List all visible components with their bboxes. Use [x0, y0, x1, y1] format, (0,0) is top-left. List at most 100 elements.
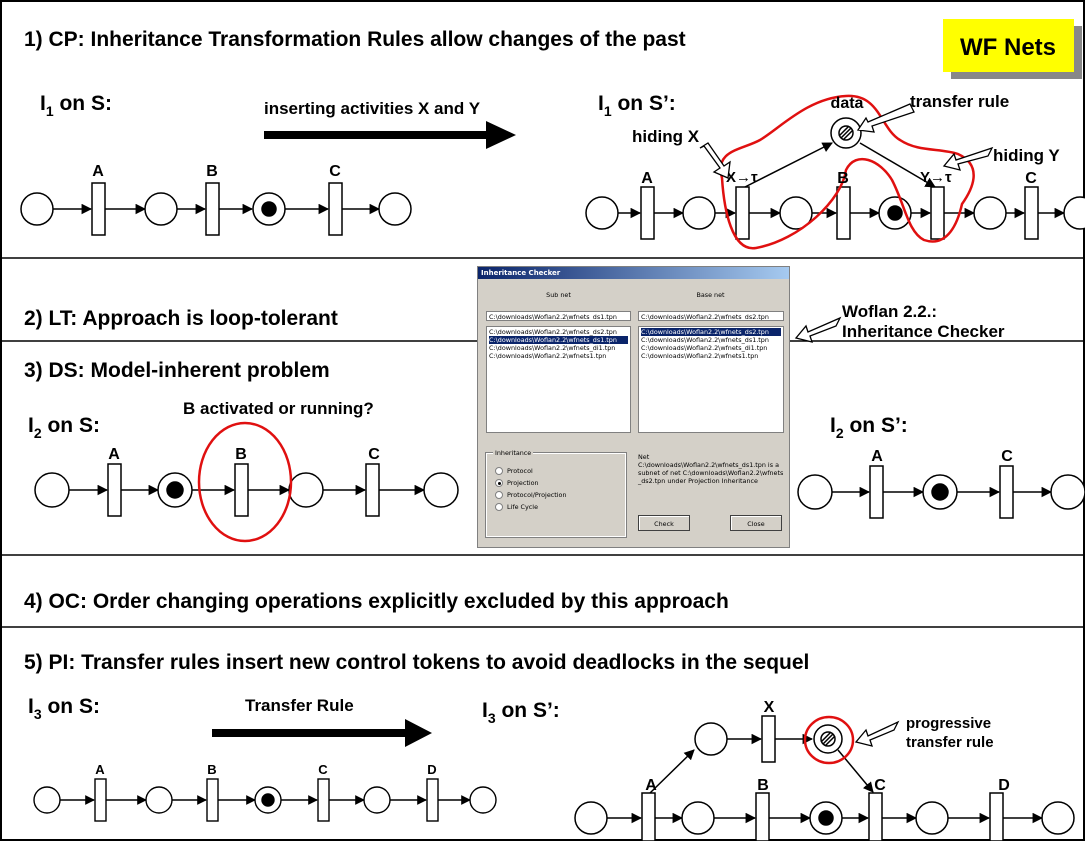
- section4-title: 4) OC: Order changing operations explici…: [24, 590, 729, 613]
- inheritance-group-title: Inheritance: [493, 449, 534, 457]
- s1-x-tau: X→τ: [726, 169, 758, 186]
- s3-right-heading: I2 on S’:: [830, 414, 908, 441]
- list-item[interactable]: C:\downloads\Woflan2.2\wfnets1.tpn: [489, 352, 607, 360]
- s5-label-b: B: [207, 762, 216, 777]
- s3-right-net: [797, 465, 1085, 519]
- list-item-selected[interactable]: C:\downloads\Woflan2.2\wfnets_ds1.tpn: [489, 336, 628, 344]
- badge-box: [943, 19, 1074, 72]
- woflan-line1: Woflan 2.2.:: [842, 302, 937, 321]
- s1-label-b: B: [206, 163, 218, 180]
- base-net-field[interactable]: C:\downloads\Woflan2.2\wfnets_ds2.tpn: [638, 311, 784, 321]
- s5-red-ellipse: [803, 715, 855, 765]
- section5-title: 5) PI: Transfer rules insert new control…: [24, 651, 809, 674]
- s3-label-c: C: [368, 446, 380, 463]
- s5-label-c: C: [318, 762, 328, 777]
- s1-data-label: data: [831, 95, 864, 112]
- close-button[interactable]: Close: [730, 515, 782, 531]
- radio-protocol[interactable]: Protocol: [495, 466, 533, 476]
- callout-arrow-transfer-rule: [856, 103, 915, 133]
- radio-icon: [495, 491, 503, 499]
- s3r-label-c: C: [1001, 448, 1013, 465]
- s5-x-label: X: [764, 699, 775, 716]
- s5-right-heading: I3 on S’:: [482, 699, 560, 726]
- list-item[interactable]: C:\downloads\Woflan2.2\wfnets1.tpn: [641, 352, 759, 360]
- s1-y-tau: Y→τ: [920, 169, 952, 186]
- s1-right-heading: I1 on S’:: [598, 92, 676, 119]
- s3-label-a: A: [108, 446, 120, 463]
- transition: [328, 182, 343, 236]
- base-net-header: Base net: [696, 291, 725, 299]
- s1-hiding-y: hiding Y: [993, 146, 1060, 165]
- inheritance-group: Inheritance Protocol Projection Protocol…: [485, 449, 627, 538]
- list-item[interactable]: C:\downloads\Woflan2.2\wfnets_di1.tpn: [641, 344, 768, 352]
- section2-title: 2) LT: Approach is loop-tolerant: [24, 307, 338, 330]
- sub-net-list[interactable]: C:\downloads\Woflan2.2\wfnets_ds2.tpn C:…: [486, 326, 631, 433]
- callout-arrow-woflan: [794, 316, 842, 343]
- sub-net-field[interactable]: C:\downloads\Woflan2.2\wfnets_ds1.tpn: [486, 311, 631, 321]
- s5-right-net: [574, 715, 1075, 841]
- s1r-label-c: C: [1025, 170, 1037, 187]
- s1-red-outline: [719, 94, 975, 250]
- s3-label-b: B: [235, 446, 247, 463]
- s1-left-heading: I1 on S:: [40, 92, 112, 119]
- s5-left-heading: I3 on S:: [28, 695, 100, 722]
- s3r-label-a: A: [871, 448, 883, 465]
- s3-question: B activated or running?: [183, 399, 374, 418]
- transition: [91, 182, 106, 236]
- s1-right-net: [585, 117, 1085, 240]
- list-item[interactable]: C:\downloads\Woflan2.2\wfnets_ds2.tpn: [489, 328, 617, 336]
- s1-label-c: C: [329, 163, 341, 180]
- radio-icon: [495, 467, 503, 475]
- section1-title: 1) CP: Inheritance Transformation Rules …: [24, 28, 686, 51]
- radio-life-cycle[interactable]: Life Cycle: [495, 502, 538, 512]
- s5-big-arrow: [212, 719, 432, 747]
- callout-arrow-hiding-x: [699, 142, 731, 179]
- radio-icon: [495, 503, 503, 511]
- s5-label-a: A: [95, 762, 105, 777]
- s5-label-d: D: [427, 762, 436, 777]
- s1-label-a: A: [92, 163, 104, 180]
- dialog-title: Inheritance Checker: [478, 267, 789, 279]
- s1-big-arrow: [264, 121, 516, 149]
- list-item-selected[interactable]: C:\downloads\Woflan2.2\wfnets_ds2.tpn: [641, 328, 781, 336]
- radio-projection[interactable]: Projection: [495, 478, 539, 488]
- s5-progressive-1: progressive: [906, 715, 991, 732]
- callout-arrow-progressive: [854, 720, 900, 747]
- place: [20, 192, 54, 226]
- radio-selected-icon: [495, 479, 503, 487]
- radio-protocol-projection[interactable]: Protocol/Projection: [495, 490, 567, 500]
- check-button[interactable]: Check: [638, 515, 690, 531]
- transition: [205, 182, 220, 236]
- s1r-label-b: B: [837, 170, 849, 187]
- sub-net-header: Sub net: [546, 291, 571, 299]
- s3-left-net: [34, 463, 459, 517]
- token: [261, 201, 277, 217]
- s1r-label-a: A: [641, 170, 653, 187]
- s5-left-net: [33, 778, 497, 822]
- callout-arrow-hiding-y: [942, 146, 994, 171]
- list-item[interactable]: C:\downloads\Woflan2.2\wfnets_di1.tpn: [489, 344, 616, 352]
- s1-left-net: [20, 182, 412, 236]
- list-item[interactable]: C:\downloads\Woflan2.2\wfnets_ds1.tpn: [641, 336, 769, 344]
- s5r-label-b: B: [757, 777, 769, 794]
- place: [378, 192, 412, 226]
- section3-title: 3) DS: Model-inherent problem: [24, 359, 330, 382]
- inheritance-checker-dialog: Inheritance Checker Sub net Base net C:\…: [477, 266, 790, 548]
- woflan-line2: Inheritance Checker: [842, 322, 1005, 341]
- s5-arrow-label: Transfer Rule: [245, 696, 354, 715]
- place: [144, 192, 178, 226]
- base-net-list[interactable]: C:\downloads\Woflan2.2\wfnets_ds2.tpn C:…: [638, 326, 784, 433]
- result-text: C:\downloads\Woflan2.2\wfnets_ds1.tpn is…: [638, 461, 784, 485]
- s5r-label-a: A: [645, 777, 657, 794]
- net-label: Net: [638, 453, 650, 461]
- s3-left-heading: I2 on S:: [28, 414, 100, 441]
- s3-red-ellipse: [197, 421, 293, 543]
- s1-transfer-rule: transfer rule: [910, 92, 1009, 111]
- s1-arrow-label: inserting activities X and Y: [264, 99, 481, 118]
- badge-text: WF Nets: [960, 34, 1056, 61]
- s1-hiding-x: hiding X: [632, 127, 700, 146]
- s5-progressive-2: transfer rule: [906, 734, 994, 751]
